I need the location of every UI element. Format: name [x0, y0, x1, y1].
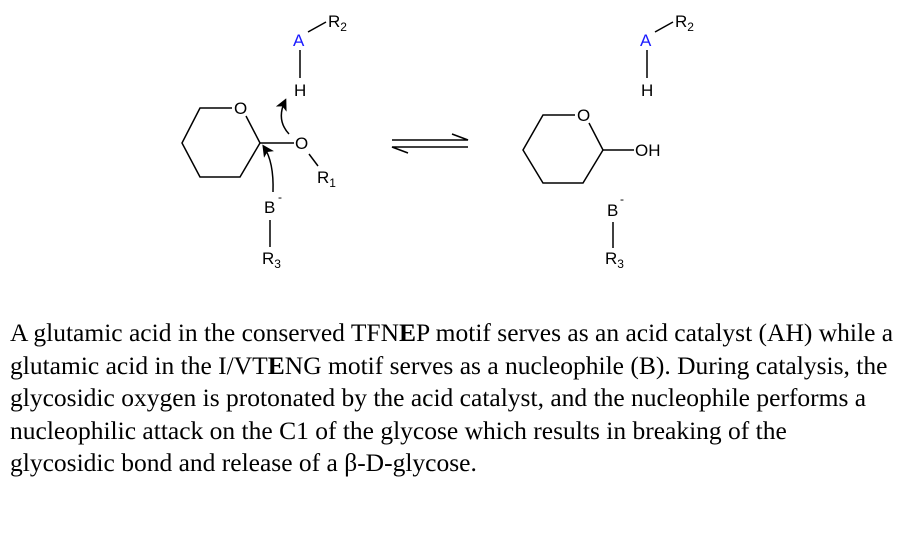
hydroxyl: OH	[635, 141, 661, 160]
product-complex	[522, 21, 674, 248]
equilibrium-arrows	[391, 133, 469, 154]
caption-text: P motif serves as an acid catalyst (AH) …	[10, 318, 894, 380]
r3-left: R3	[262, 249, 281, 271]
product-labels: A R2 H O OH B - R3	[577, 12, 694, 271]
h-right: H	[641, 81, 653, 100]
reactant-complex	[181, 21, 327, 247]
r2-right: R2	[675, 12, 694, 34]
caption: A glutamic acid in the conserved TFNEP m…	[10, 317, 895, 480]
r3-right: R3	[605, 249, 624, 271]
h-left: H	[294, 81, 306, 100]
ring-oxygen-left: O	[234, 99, 247, 118]
base-right: B	[607, 201, 618, 220]
curved-arrow-nucleophile	[262, 144, 274, 193]
acid-atom-left: A	[293, 31, 305, 50]
charge-left: -	[278, 190, 282, 204]
r1: R1	[317, 168, 336, 190]
glycosidic-oxygen: O	[295, 134, 308, 153]
base-left: B	[264, 198, 275, 217]
acid-atom-right: A	[640, 31, 652, 50]
ring-oxygen-right: O	[577, 106, 590, 125]
curved-arrow-proton	[275, 98, 290, 135]
reactant-labels: A R2 H O O R1 B - R3	[234, 12, 347, 271]
caption-text: NG motif serves as a nucleophile (B). Du…	[10, 350, 888, 478]
caption-bold-e: E	[267, 350, 285, 380]
r2-left: R2	[328, 12, 347, 34]
charge-right: -	[620, 192, 624, 206]
caption-bold-e: E	[399, 318, 417, 347]
caption-text: A glutamic acid in the conserved TFN	[10, 318, 400, 347]
reaction-diagram: A R2 H O O R1 B - R3 A R2 H O OH B - R3	[181, 12, 694, 271]
